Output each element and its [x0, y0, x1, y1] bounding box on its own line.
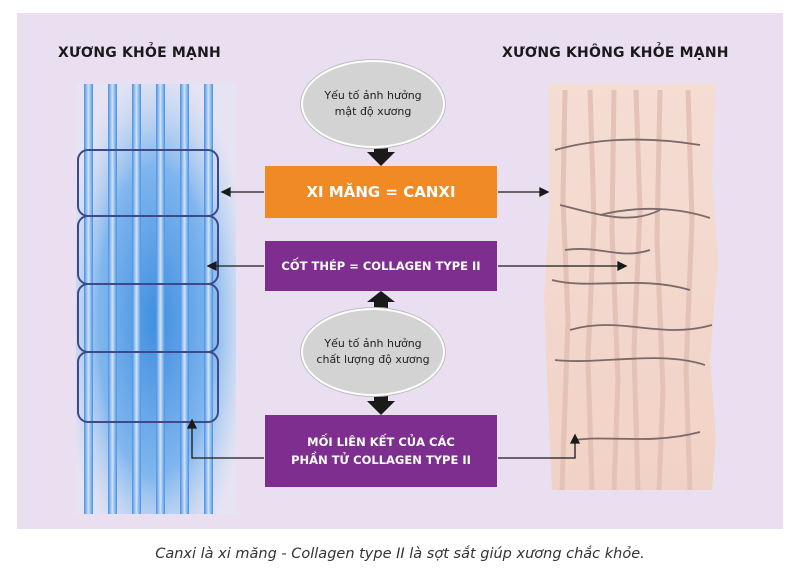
unhealthy-bone-fibers: [551, 138, 713, 441]
oval-mid-line2: chất lượng độ xương: [316, 353, 430, 366]
oval-top-line1: Yếu tố ảnh hưởng: [324, 89, 422, 102]
bone-quality-factor-oval: Yếu tố ảnh hưởng chất lượng độ xương: [301, 308, 445, 396]
unhealthy-bone-title: XƯƠNG KHÔNG KHỎE MẠNH: [502, 45, 729, 61]
rebar-collagen-label: CỐT THÉP = COLLAGEN TYPE II: [281, 259, 481, 273]
healthy-bone-title: XƯƠNG KHỎE MẠNH: [58, 45, 221, 61]
unhealthy-bone-rods: [559, 89, 695, 491]
rebar-collagen-box: CỐT THÉP = COLLAGEN TYPE II: [265, 241, 497, 291]
oval-mid-line1: Yếu tố ảnh hưởng: [324, 337, 422, 350]
collagen-link-line1: MỐI LIÊN KẾT CỦA CÁC: [307, 435, 455, 449]
collagen-link-line2: PHẦN TỬ COLLAGEN TYPE II: [291, 453, 471, 467]
healthy-bone-rods: [84, 84, 213, 514]
cement-calcium-label: XI MĂNG = CANXI: [306, 183, 456, 201]
oval-top-line2: mật độ xương: [334, 105, 412, 118]
cement-calcium-box: XI MĂNG = CANXI: [265, 166, 497, 218]
healthy-bone-rings: [77, 149, 219, 423]
figure-caption: Canxi là xi măng - Collagen type II là s…: [155, 546, 645, 562]
collagen-link-box: MỐI LIÊN KẾT CỦA CÁC PHẦN TỬ COLLAGEN TY…: [265, 415, 497, 487]
bone-density-factor-oval: Yếu tố ảnh hưởng mật độ xương: [301, 60, 445, 148]
